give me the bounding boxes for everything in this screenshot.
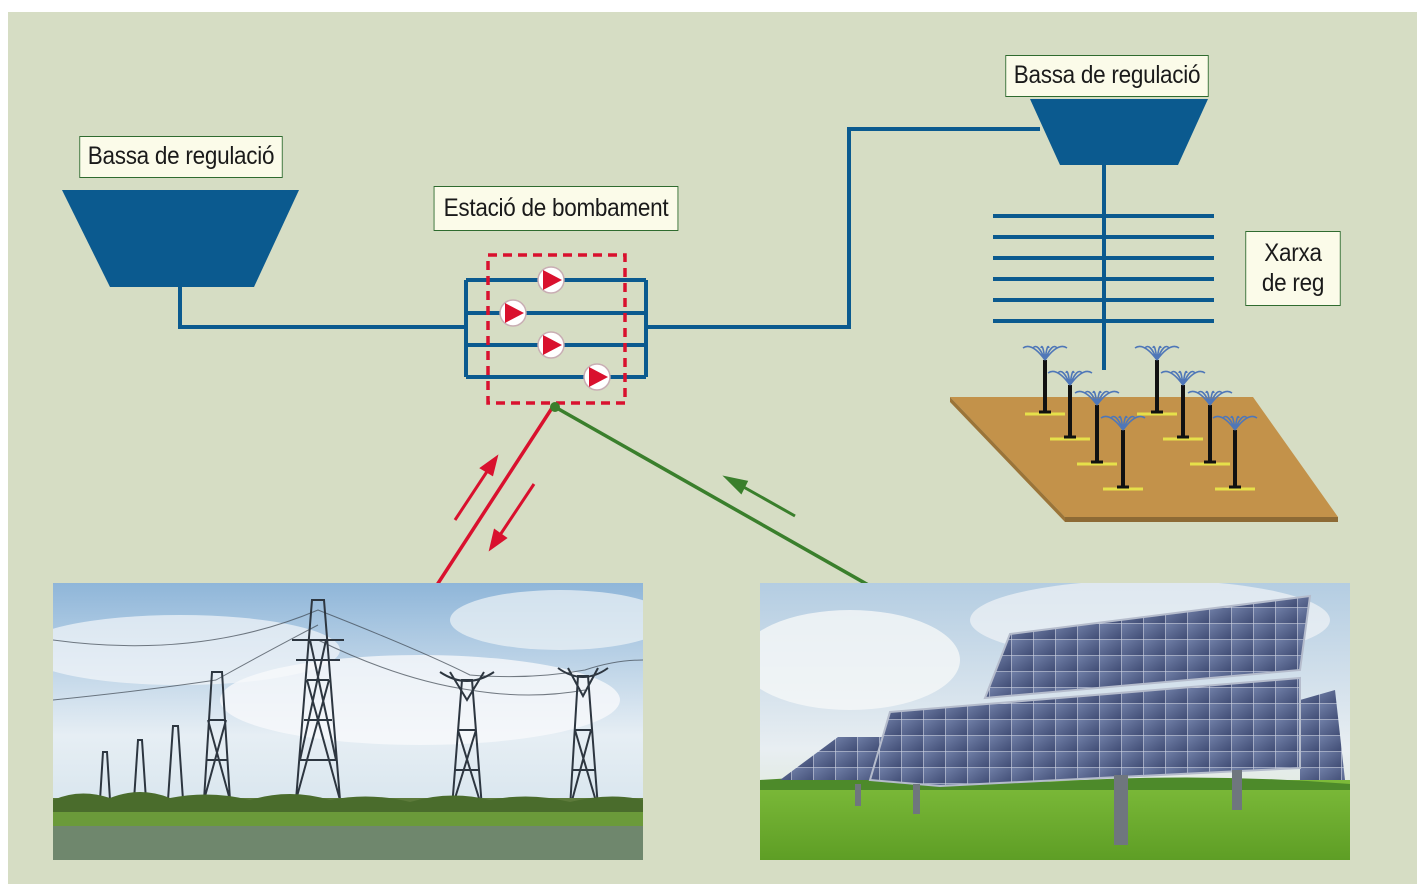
arrow-solar-to-pump-icon	[722, 475, 796, 518]
irrigated-field	[950, 397, 1338, 522]
sprinkler-icon	[1100, 415, 1146, 491]
sprinkler-icon	[1134, 345, 1180, 416]
arrow-to-pump-icon	[453, 454, 499, 521]
pump-station-label: Estació de bombament	[433, 186, 679, 231]
irrigation-network-label-line1: Xarxa	[1264, 239, 1322, 267]
water-pipes	[178, 127, 1106, 370]
irrigation-network-label-line2: de reg	[1261, 268, 1325, 297]
sprinkler-icon	[1212, 415, 1258, 491]
sprinkler-icon	[1160, 370, 1206, 441]
pipe-left	[178, 285, 466, 329]
sprinklers	[1022, 345, 1258, 491]
pump-icon	[499, 299, 527, 327]
pump-manifold	[464, 278, 648, 379]
irrigation-laterals	[993, 214, 1214, 323]
pump-icon	[537, 266, 565, 294]
pipe-right	[646, 127, 1040, 329]
solar-panels-photo	[760, 583, 1350, 860]
pump-icon	[537, 331, 565, 359]
irrigation-network-label: Xarxa de reg	[1245, 231, 1341, 306]
sprinkler-icon	[1022, 345, 1068, 416]
reservoir-right-shape	[1030, 99, 1208, 165]
sprinkler-icon	[1187, 390, 1233, 466]
arrow-to-grid-icon	[488, 483, 536, 552]
reservoir-right-label: Bassa de regulació	[1005, 55, 1209, 97]
sprinkler-icon	[1047, 370, 1093, 441]
pump-icon	[583, 363, 611, 391]
electricity-pylons-photo	[53, 583, 643, 860]
reservoir-left-label: Bassa de regulació	[79, 136, 283, 178]
reservoir-left-shape	[62, 190, 299, 287]
sprinkler-icon	[1074, 390, 1120, 466]
